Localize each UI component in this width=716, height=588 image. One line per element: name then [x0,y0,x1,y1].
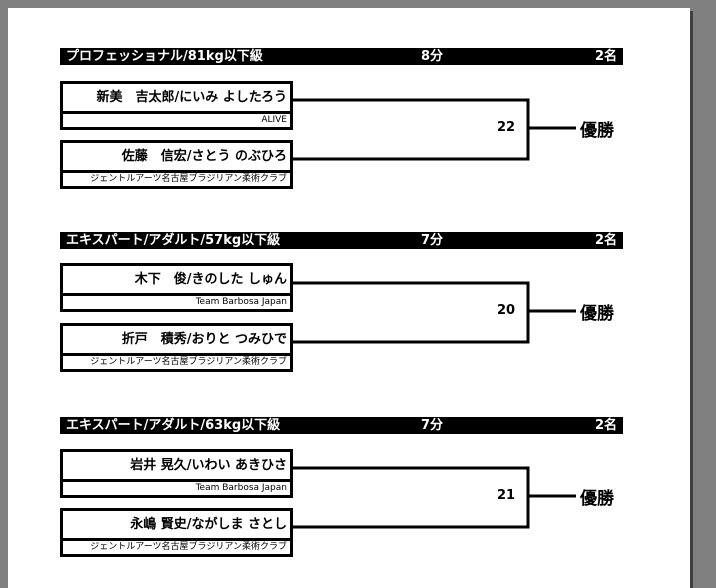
bracket-1: プロフェッショナル/81kg以下級 8分 2名 新美 吉太郎/にいみ よしたろう… [8,48,690,208]
entry-1: 岩井 晃久/いわい あきひさ Team Barbosa Japan [60,449,293,498]
count-label: 2名 [594,49,617,64]
bracket-lines [293,98,576,161]
bracket-lines [293,466,576,529]
count-label: 2名 [594,418,617,433]
bracket-lines [293,281,576,344]
winner-label: 優勝 [580,489,614,509]
match-number: 20 [496,303,516,318]
competitor-team: Team Barbosa Japan [195,297,287,307]
bracket-header: エキスパート/アダルト/57kg以下級 7分 2名 [60,232,623,249]
winner-label: 優勝 [580,121,614,141]
match-number: 21 [496,488,516,503]
bracket-header: エキスパート/アダルト/63kg以下級 7分 2名 [60,417,623,434]
duration-label: 8分 [421,49,444,64]
category-label: エキスパート/アダルト/63kg以下級 [66,418,281,433]
entry-2: 佐藤 信宏/さとう のぶひろ ジェントルアーツ名古屋ブラジリアン柔術クラブ [60,140,293,189]
document-page: プロフェッショナル/81kg以下級 8分 2名 新美 吉太郎/にいみ よしたろう… [8,8,690,588]
bracket-header: プロフェッショナル/81kg以下級 8分 2名 [60,48,623,65]
duration-label: 7分 [421,233,444,248]
entry-2: 永嶋 賢史/ながしま さとし ジェントルアーツ名古屋ブラジリアン柔術クラブ [60,508,293,557]
competitor-name: 木下 俊/きのした しゅん [63,266,290,296]
competitor-team: ジェントルアーツ名古屋ブラジリアン柔術クラブ [90,174,287,184]
entry-1: 新美 吉太郎/にいみ よしたろう ALIVE [60,81,293,130]
competitor-name: 折戸 積秀/おりと つみひで [63,326,290,356]
competitor-name: 新美 吉太郎/にいみ よしたろう [63,84,290,114]
match-number: 22 [496,120,516,135]
bracket-3: エキスパート/アダルト/63kg以下級 7分 2名 岩井 晃久/いわい あきひさ… [8,417,690,577]
competitor-team: Team Barbosa Japan [195,483,287,493]
competitor-name: 岩井 晃久/いわい あきひさ [63,452,290,482]
competitor-team: ALIVE [261,115,287,125]
competitor-name: 佐藤 信宏/さとう のぶひろ [63,143,290,173]
competitor-team: ジェントルアーツ名古屋ブラジリアン柔術クラブ [90,357,287,367]
category-label: エキスパート/アダルト/57kg以下級 [66,233,281,248]
count-label: 2名 [594,233,617,248]
duration-label: 7分 [421,418,444,433]
entry-2: 折戸 積秀/おりと つみひで ジェントルアーツ名古屋ブラジリアン柔術クラブ [60,323,293,372]
category-label: プロフェッショナル/81kg以下級 [66,49,263,64]
winner-label: 優勝 [580,304,614,324]
competitor-team: ジェントルアーツ名古屋ブラジリアン柔術クラブ [90,542,287,552]
competitor-name: 永嶋 賢史/ながしま さとし [63,511,290,541]
entry-1: 木下 俊/きのした しゅん Team Barbosa Japan [60,263,293,312]
bracket-2: エキスパート/アダルト/57kg以下級 7分 2名 木下 俊/きのした しゅん … [8,232,690,392]
